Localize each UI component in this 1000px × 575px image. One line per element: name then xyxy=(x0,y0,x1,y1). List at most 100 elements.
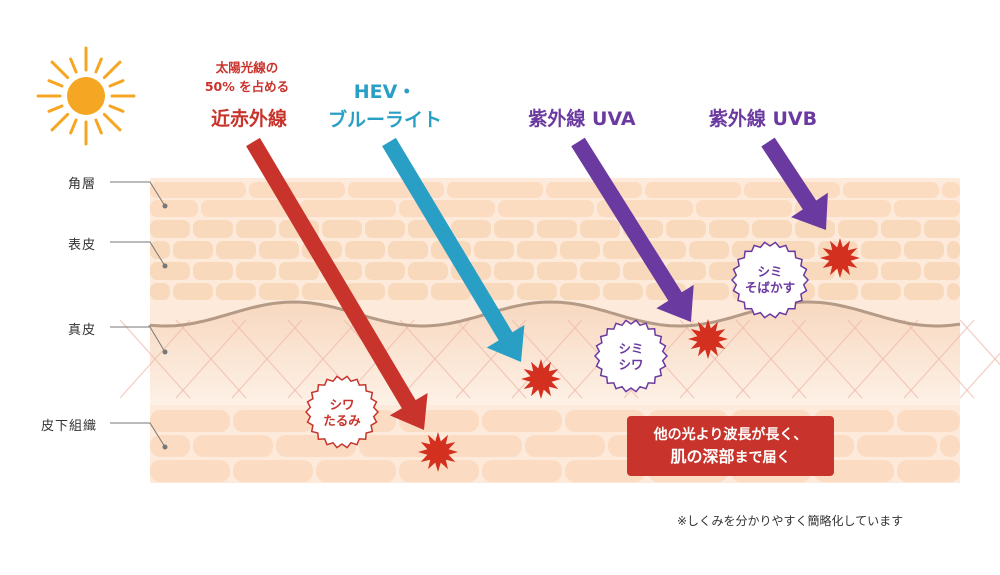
effect-badges xyxy=(304,241,810,449)
skin-cell xyxy=(279,262,319,280)
skin-cell xyxy=(517,241,557,259)
fat-cell xyxy=(359,435,439,457)
sun-disc xyxy=(67,77,105,115)
skin-cell xyxy=(861,283,901,300)
impact-stars xyxy=(418,238,860,472)
fat-cell xyxy=(897,460,960,482)
collagen-fiber xyxy=(903,319,975,399)
sun-ray xyxy=(102,112,122,132)
fat-cell xyxy=(150,410,230,432)
fat-cell xyxy=(482,410,562,432)
skin-cell xyxy=(150,220,190,238)
collagen-fiber xyxy=(175,319,247,399)
skin-cell xyxy=(216,241,256,259)
fat-cell xyxy=(814,410,894,432)
collagen-fiber xyxy=(847,319,919,399)
skin-cell xyxy=(709,220,749,238)
collagen-fiber xyxy=(511,319,583,399)
leader-line xyxy=(110,422,166,448)
collagen-fiber xyxy=(959,352,1000,399)
sun-ray xyxy=(94,118,103,135)
sun-icon xyxy=(36,46,136,146)
skin-cell xyxy=(259,241,299,259)
subcutaneous-cells xyxy=(150,410,960,482)
effect-badge xyxy=(304,375,380,449)
badge-spot-wrinkle-line1: シミ xyxy=(618,341,644,356)
skin-cell xyxy=(365,262,405,280)
skin-cell xyxy=(494,262,534,280)
layer-leader-lines xyxy=(110,181,168,450)
skin-cell xyxy=(173,283,213,300)
leader-dot xyxy=(162,444,168,450)
ray-arrow-shape xyxy=(571,137,694,322)
skin-cell xyxy=(881,262,921,280)
skin-cell xyxy=(193,220,233,238)
skin-cell xyxy=(838,220,878,238)
collagen-fiber xyxy=(735,319,807,399)
skin-cell xyxy=(904,283,944,300)
fat-cell xyxy=(150,460,230,482)
fat-cell xyxy=(897,410,960,432)
skin-cell xyxy=(474,241,514,259)
badge-spot-wrinkle-text: シミ シワ xyxy=(601,341,661,373)
uva-label: 紫外線 UVA xyxy=(528,108,636,130)
skin-cell xyxy=(904,241,944,259)
badge-spot-freckle-line2: そばかす xyxy=(744,280,796,295)
badge-spot-freckle-text: シミ そばかす xyxy=(733,264,807,296)
skin-cell xyxy=(150,200,198,217)
dermis-band xyxy=(150,302,960,405)
hev-label-line2: ブルーライト xyxy=(327,109,442,131)
fat-cell xyxy=(525,435,605,457)
near-infrared-note-line1: 太陽光線の xyxy=(215,60,279,75)
sun-ray xyxy=(50,112,70,132)
badge-spot-freckle-line1: シミ xyxy=(757,264,783,279)
skin-cell xyxy=(666,220,706,238)
skin-cell xyxy=(580,262,620,280)
collagen-fiber xyxy=(679,319,751,399)
skin-cell xyxy=(947,241,960,259)
skin-cell xyxy=(173,241,213,259)
leader-line xyxy=(110,181,166,207)
sun-ray xyxy=(69,57,78,74)
collagen-fiber xyxy=(231,319,303,399)
sun-ray xyxy=(94,57,103,74)
fat-cell xyxy=(857,435,937,457)
skin-cell xyxy=(365,220,405,238)
skin-cell xyxy=(924,220,960,238)
skin-cell xyxy=(300,200,396,217)
skin-cell xyxy=(408,262,448,280)
leader-dot xyxy=(162,203,168,209)
uva-arrow xyxy=(571,137,694,322)
sun-ray xyxy=(108,104,125,113)
skin-cell xyxy=(689,241,729,259)
skin-cell xyxy=(388,283,428,300)
skin-cell xyxy=(150,262,190,280)
near-infrared-arrow xyxy=(246,137,428,430)
layer-label-dermis: 真皮 xyxy=(68,323,97,338)
skin-cell xyxy=(193,262,233,280)
skin-cell xyxy=(924,262,960,280)
sun-ray xyxy=(102,60,122,80)
deep-penetration-callout: 他の光より波長が長く、 肌の深部まで届く xyxy=(627,416,834,476)
badge-wrinkle-sag-line1: シワ xyxy=(329,397,355,412)
hev-label: HEV・ ブルーライト xyxy=(320,78,450,134)
fat-cell xyxy=(233,460,313,482)
badge-spot-wrinkle-line2: シワ xyxy=(618,357,644,372)
callout-line1: 他の光より波長が長く、 xyxy=(653,427,808,443)
skin-cell xyxy=(560,283,600,300)
fat-cell xyxy=(150,435,190,457)
skin-cell xyxy=(666,262,706,280)
skin-cell xyxy=(881,220,921,238)
skin-cell xyxy=(216,283,256,300)
skin-cell xyxy=(947,283,960,300)
effect-badge xyxy=(593,319,669,393)
impact-star xyxy=(418,432,458,472)
leader-dot xyxy=(162,263,168,269)
skin-cell xyxy=(259,283,299,300)
ray-arrow-shape xyxy=(382,137,525,362)
callout-line2-bold: 肌の深部 xyxy=(670,447,735,466)
fat-cell xyxy=(482,460,562,482)
skin-cell xyxy=(494,220,534,238)
skin-cell xyxy=(861,241,901,259)
